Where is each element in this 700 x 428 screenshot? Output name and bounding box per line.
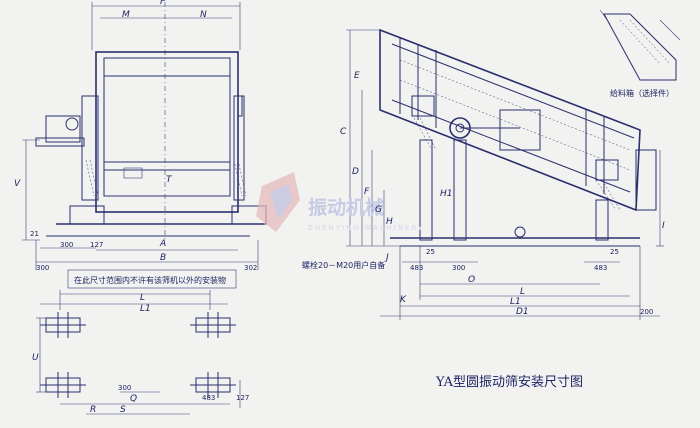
label-k: K — [400, 295, 407, 305]
dim-127-front: 127 — [90, 241, 103, 249]
label-s: S — [120, 405, 126, 415]
dim-300-side: 300 — [452, 264, 465, 272]
label-o: O — [468, 275, 475, 285]
dim-300-plan: 300 — [118, 384, 131, 392]
watermark: 振动机械 ZHENYING MACHINERY — [256, 172, 424, 232]
front-view — [22, 2, 267, 289]
label-a: A — [159, 239, 166, 249]
label-p: P — [160, 0, 166, 7]
label-l1: L1 — [510, 297, 521, 307]
dim-200: 200 — [640, 308, 653, 316]
label-h1: H1 — [440, 189, 453, 199]
drawing-title: YA型圆振动筛安装尺寸图 — [435, 375, 583, 390]
label-u: U — [32, 353, 39, 363]
side-view — [346, 28, 664, 320]
watermark-sub: ZHENYING MACHINERY — [308, 224, 424, 232]
label-l-plan: L — [140, 293, 145, 303]
watermark-brand: 振动机械 — [308, 196, 384, 219]
label-d1: D1 — [516, 307, 529, 317]
label-l: L — [520, 287, 525, 297]
dim-25-a: 25 — [426, 248, 435, 256]
note-feed-box: 给料箱（选择件） — [610, 88, 674, 98]
label-i: I — [662, 221, 665, 231]
label-r: R — [90, 405, 96, 415]
label-l1-plan: L1 — [140, 304, 151, 314]
label-q: Q — [130, 394, 137, 404]
label-v: V — [14, 179, 21, 189]
dimension-labels: P M N T A V B C D E F G H H1 I J K O L L… — [14, 0, 665, 415]
dim-302: 302 — [244, 264, 257, 272]
label-c: C — [340, 127, 347, 137]
dim-483-side-b: 483 — [594, 264, 607, 272]
label-j: J — [384, 253, 389, 263]
dim-483-side-a: 483 — [410, 264, 423, 272]
dimension-values: 300 127 300 302 21 483 300 483 25 25 200… — [30, 230, 653, 402]
dim-21: 21 — [30, 230, 39, 238]
label-e: E — [354, 71, 360, 81]
plan-view — [36, 290, 241, 415]
label-g: G — [375, 205, 382, 215]
label-b: B — [160, 253, 166, 263]
dim-483-plan: 483 — [202, 394, 215, 402]
dim-300-left: 300 — [36, 264, 49, 272]
label-m: M — [122, 10, 130, 20]
label-t: T — [166, 175, 173, 185]
note-bolt: 螺栓20－M20用户自备 — [302, 260, 385, 270]
dim-300-front: 300 — [60, 241, 73, 249]
dim-127-plan: 127 — [236, 394, 249, 402]
dim-25-b: 25 — [610, 248, 619, 256]
feed-box-inset — [599, 9, 681, 81]
label-d: D — [352, 167, 359, 177]
label-h: H — [386, 217, 393, 227]
label-f: F — [364, 187, 370, 197]
label-n: N — [200, 10, 207, 20]
note-left-boundary: 在此尺寸范围内不许有该筛机以外的安装物 — [74, 275, 226, 285]
